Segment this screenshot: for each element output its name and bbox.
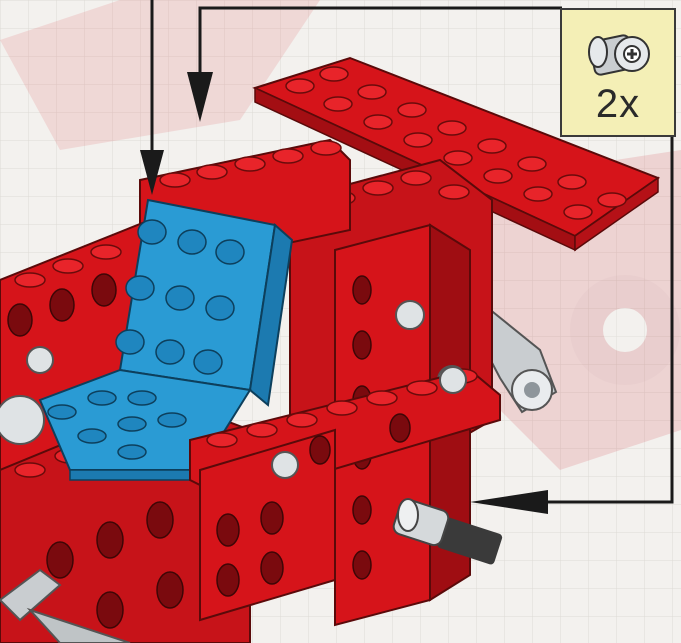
part-quantity: 2x [562, 82, 674, 127]
technic-bush-icon [582, 20, 658, 86]
parts-callout: 2x [560, 8, 676, 137]
